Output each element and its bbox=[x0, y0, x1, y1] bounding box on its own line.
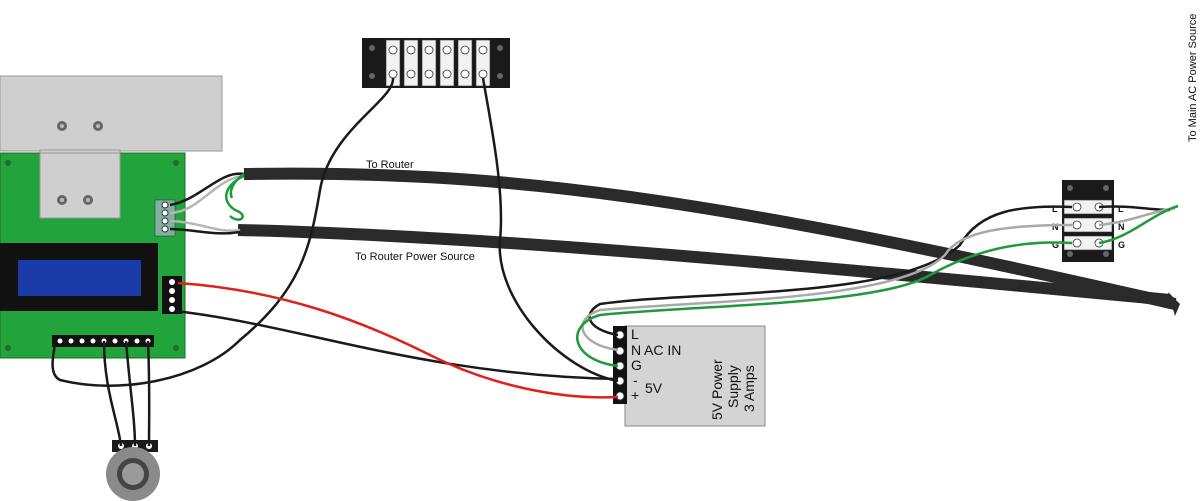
psu-title-line1: 5V Power bbox=[709, 359, 725, 420]
ac-left-n: N bbox=[1052, 222, 1059, 232]
label-to-main-ac: To Main AC Power Source bbox=[1187, 14, 1199, 142]
ac-right-n: N bbox=[1118, 222, 1125, 232]
ac-terminal-block: L N G L N G bbox=[1052, 180, 1125, 262]
psu-title-line3: 3 Amps bbox=[741, 365, 757, 412]
psu-terminal-n: N bbox=[631, 342, 641, 358]
router-terminal-block bbox=[362, 38, 510, 88]
ac-source-wires bbox=[1098, 204, 1179, 245]
psu-5v-label: 5V bbox=[645, 380, 663, 396]
label-to-router: To Router bbox=[366, 159, 414, 171]
psu-terminal-plus: + bbox=[631, 387, 639, 403]
router-cable bbox=[243, 167, 1180, 316]
label-to-router-power: To Router Power Source bbox=[355, 251, 475, 263]
psu-terminal-g: G bbox=[631, 357, 642, 373]
potentiometer bbox=[106, 440, 160, 501]
header-to-cable-wires bbox=[169, 172, 245, 235]
pcb-header-top bbox=[154, 199, 176, 237]
ac-right-l: L bbox=[1118, 204, 1124, 214]
psu-ac-in-label: AC IN bbox=[644, 342, 681, 358]
router-power-cable bbox=[237, 224, 1171, 306]
psu-terminal-minus: - bbox=[633, 372, 638, 388]
lcd-display bbox=[0, 243, 158, 311]
power-supply: L N AC IN G - + 5V 5V Power Supply 3 Amp… bbox=[613, 325, 766, 427]
red-power-wire bbox=[177, 281, 619, 399]
ac-right-g: G bbox=[1118, 240, 1125, 250]
psu-title-line2: Supply bbox=[725, 365, 741, 408]
psu-black-wires bbox=[51, 77, 619, 387]
pcb-header-mid bbox=[162, 276, 182, 314]
ac-left-l: L bbox=[1052, 204, 1058, 214]
ac-left-g: G bbox=[1052, 240, 1059, 250]
ac-input-wires bbox=[576, 205, 1073, 368]
psu-terminal-l: L bbox=[631, 326, 639, 342]
pot-wires bbox=[102, 340, 151, 447]
